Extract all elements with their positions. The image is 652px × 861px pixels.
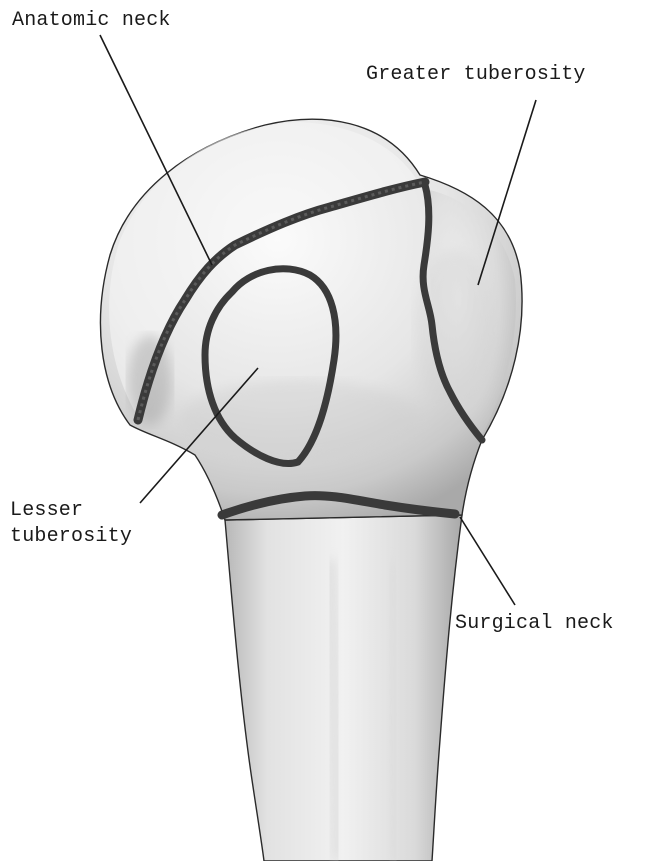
label-greater-tuberosity: Greater tuberosity	[366, 62, 586, 88]
label-surgical-neck: Surgical neck	[455, 611, 614, 637]
humerus-shaft	[225, 515, 462, 861]
label-anatomic-neck: Anatomic neck	[12, 8, 171, 34]
label-lesser-tuberosity-line2: tuberosity	[10, 524, 132, 550]
label-lesser-tuberosity: Lesser tuberosity	[10, 498, 132, 550]
leader-line-surgical-neck	[460, 517, 515, 605]
label-lesser-tuberosity-line1: Lesser	[10, 498, 132, 524]
